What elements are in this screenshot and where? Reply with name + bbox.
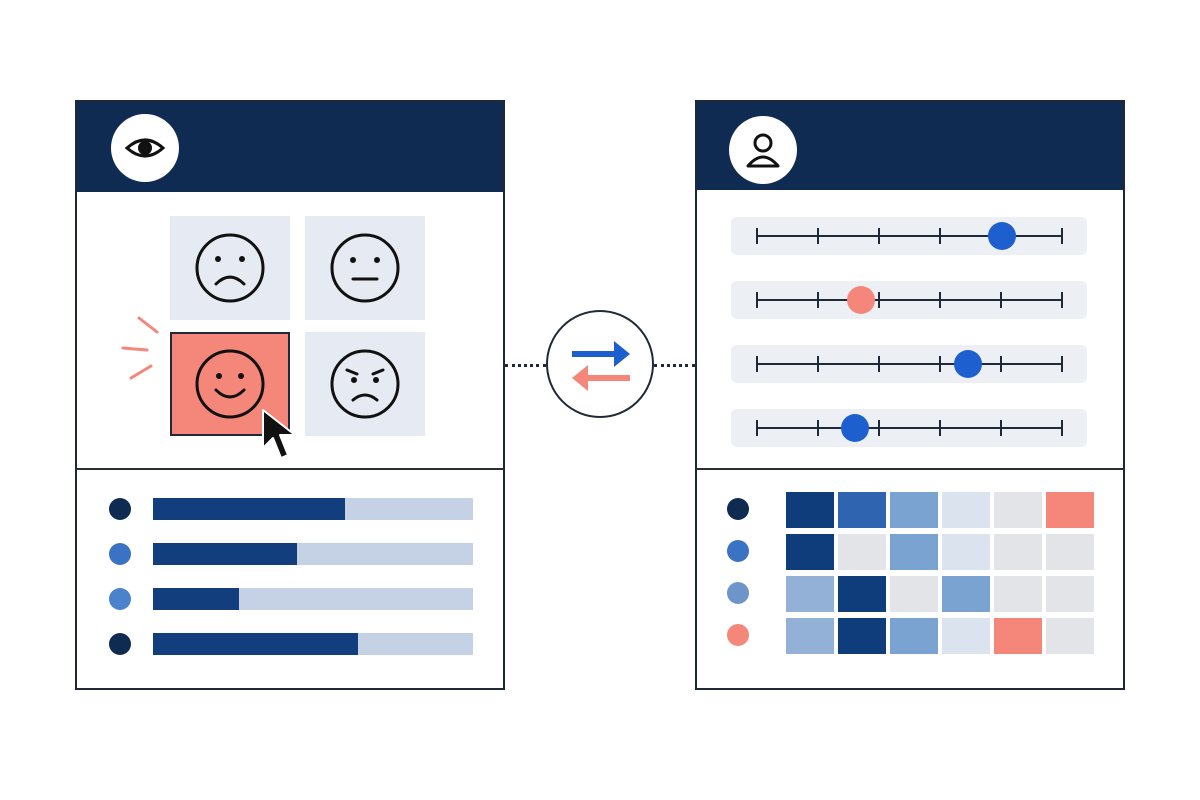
emotion-option-worried[interactable] xyxy=(305,332,425,436)
heatmap-cell xyxy=(838,492,886,528)
slider-tick xyxy=(1000,420,1002,436)
selection-burst-icon xyxy=(121,316,159,380)
rating-slider[interactable] xyxy=(731,217,1087,255)
response-bar xyxy=(153,588,473,610)
slider-tick xyxy=(1000,292,1002,308)
slider-tick xyxy=(878,292,880,308)
response-bar-fill xyxy=(153,633,358,655)
heatmap-cell xyxy=(890,492,938,528)
slider-track xyxy=(757,427,1063,429)
slider-tick xyxy=(756,292,758,308)
heatmap-cell xyxy=(890,534,938,570)
slider-tick xyxy=(878,420,880,436)
bar-legend-dot xyxy=(109,498,131,520)
user-panel xyxy=(695,100,1125,690)
slider-track xyxy=(757,299,1063,301)
slider-tick xyxy=(939,420,941,436)
heatmap-row-dot xyxy=(727,498,749,520)
heatmap-cell xyxy=(786,576,834,612)
connector-right xyxy=(654,364,695,367)
slider-tick xyxy=(756,356,758,372)
user-panel-divider xyxy=(697,468,1123,470)
heatmap-cell xyxy=(942,576,990,612)
heatmap-cell xyxy=(838,576,886,612)
slider-tick xyxy=(756,420,758,436)
response-bar-fill xyxy=(153,588,240,610)
emotion-option-sad[interactable] xyxy=(170,216,290,320)
worried-face-icon xyxy=(330,349,400,419)
heatmap-cell xyxy=(838,534,886,570)
heatmap-cell xyxy=(786,618,834,654)
bar-legend-dot xyxy=(109,543,131,565)
slider-handle[interactable] xyxy=(987,222,1016,250)
slider-tick xyxy=(939,228,941,244)
slider-tick xyxy=(939,356,941,372)
slider-handle[interactable] xyxy=(840,414,869,442)
slider-tick xyxy=(1061,420,1063,436)
heatmap-cell xyxy=(1046,618,1094,654)
perception-panel-header xyxy=(77,102,503,192)
user-badge xyxy=(729,116,797,184)
rating-slider[interactable] xyxy=(731,281,1087,319)
emotion-option-neutral[interactable] xyxy=(305,216,425,320)
perception-panel-divider xyxy=(77,468,503,470)
response-bar xyxy=(153,633,473,655)
slider-track xyxy=(757,363,1063,365)
heatmap-cell xyxy=(994,576,1042,612)
slider-track xyxy=(757,235,1063,237)
response-bar-fill xyxy=(153,543,297,565)
connector-left xyxy=(505,364,546,367)
heatmap-cell xyxy=(786,534,834,570)
slider-tick xyxy=(878,356,880,372)
heatmap-cell xyxy=(786,492,834,528)
response-bar xyxy=(153,498,473,520)
heatmap-cell xyxy=(942,534,990,570)
slider-tick xyxy=(939,292,941,308)
response-bar xyxy=(153,543,473,565)
slider-tick xyxy=(817,356,819,372)
user-panel-header xyxy=(697,102,1123,190)
eye-icon xyxy=(124,138,166,158)
heatmap-row-dot xyxy=(727,624,749,646)
heatmap-cell xyxy=(1046,492,1094,528)
bar-legend-dot xyxy=(109,633,131,655)
slider-tick xyxy=(1061,292,1063,308)
heatmap-cell xyxy=(994,492,1042,528)
slider-tick xyxy=(1061,356,1063,372)
swap-arrows-icon xyxy=(572,341,630,391)
mouse-pointer-icon xyxy=(262,409,296,459)
heatmap-cell xyxy=(942,492,990,528)
heatmap-row-dot xyxy=(727,540,749,562)
heatmap-row-dot xyxy=(727,582,749,604)
heatmap-cell xyxy=(890,576,938,612)
neutral-face-icon xyxy=(330,233,400,303)
slider-tick xyxy=(1061,228,1063,244)
slider-tick xyxy=(817,228,819,244)
happy-face-icon xyxy=(195,349,265,419)
heatmap-cell xyxy=(994,618,1042,654)
slider-tick xyxy=(817,420,819,436)
heatmap-cell xyxy=(942,618,990,654)
heatmap-cell xyxy=(838,618,886,654)
sync-button[interactable] xyxy=(546,310,654,418)
rating-slider[interactable] xyxy=(731,409,1087,447)
sad-face-icon xyxy=(195,233,265,303)
heatmap-cell xyxy=(1046,534,1094,570)
heatmap-cell xyxy=(890,618,938,654)
slider-handle[interactable] xyxy=(954,350,983,378)
heatmap-cell xyxy=(994,534,1042,570)
eye-badge xyxy=(111,114,179,182)
slider-tick xyxy=(817,292,819,308)
slider-handle[interactable] xyxy=(847,286,876,314)
heatmap-cell xyxy=(1046,576,1094,612)
slider-tick xyxy=(1000,356,1002,372)
user-icon xyxy=(746,133,780,168)
perception-panel xyxy=(75,100,505,690)
rating-slider[interactable] xyxy=(731,345,1087,383)
bar-legend-dot xyxy=(109,588,131,610)
response-bar-fill xyxy=(153,498,345,520)
slider-tick xyxy=(756,228,758,244)
slider-tick xyxy=(878,228,880,244)
